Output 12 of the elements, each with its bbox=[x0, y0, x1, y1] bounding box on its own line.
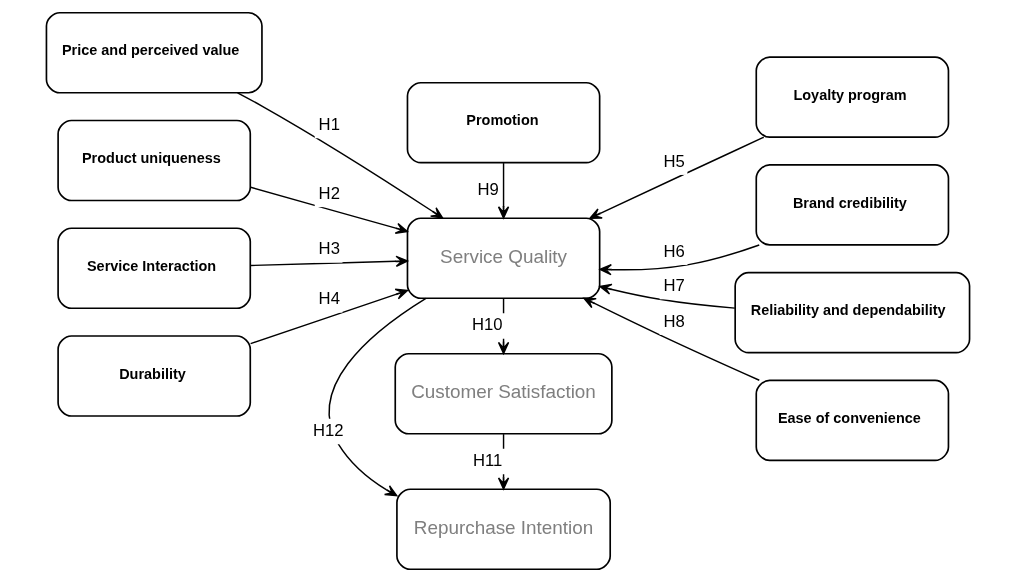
edge-label: H5 bbox=[663, 151, 685, 171]
edge-label: H10 bbox=[471, 315, 502, 335]
edge-label: H12 bbox=[312, 420, 344, 440]
edge-label: H3 bbox=[318, 239, 340, 259]
edge-label: H11 bbox=[472, 450, 502, 470]
edge-label: H6 bbox=[663, 241, 685, 261]
edge-label: H1 bbox=[318, 114, 340, 134]
edge-label: H8 bbox=[663, 311, 685, 331]
edge-label: H9 bbox=[476, 179, 499, 199]
edge-label: H2 bbox=[318, 183, 340, 203]
edge-label: H7 bbox=[663, 276, 685, 295]
edge-label: H4 bbox=[318, 289, 340, 309]
